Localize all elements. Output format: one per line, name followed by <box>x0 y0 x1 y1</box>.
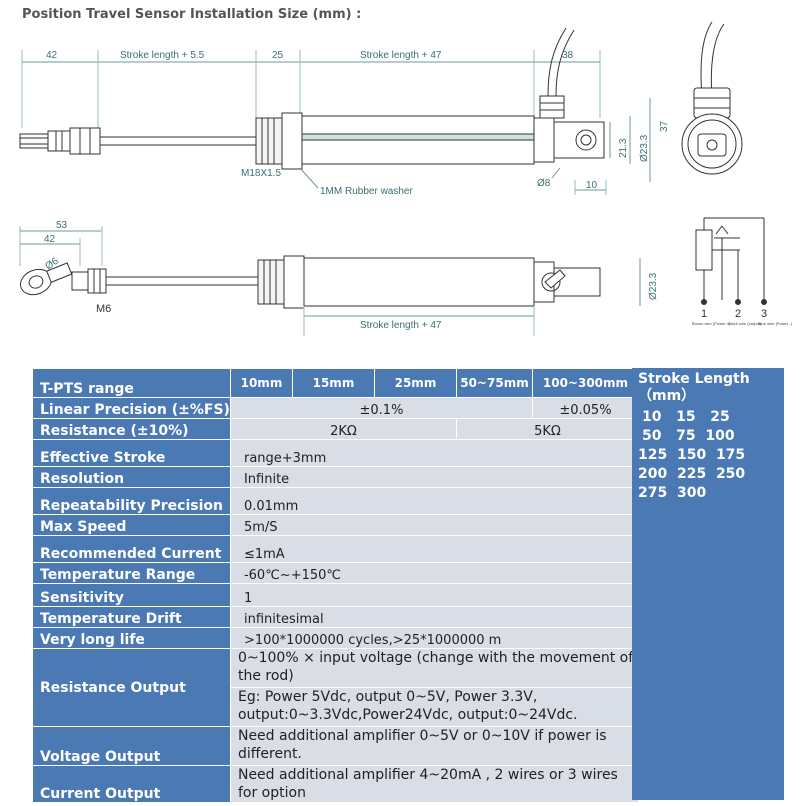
table-row: Temperature Range -60℃~+150℃ <box>32 562 639 584</box>
stroke-values-line: 125 150 175 <box>638 447 746 463</box>
wire-note-2: Black wire (output) <box>728 321 762 326</box>
table-row: Effective Stroke range+3mm <box>32 439 639 467</box>
stroke-values-line: 200 225 250 <box>638 466 746 482</box>
dim-38: 38 <box>562 50 574 61</box>
dim-dia-23-3-top: Ø23.3 <box>639 134 650 162</box>
resistance-label: Resistance (±10%) <box>32 418 231 440</box>
spec-label: Effective Stroke <box>32 439 231 467</box>
stroke-values-line: 50 75 100 <box>642 428 735 444</box>
table-row: Max Speed 5m/S <box>32 514 639 536</box>
range-50-75mm: 50~75mm <box>455 368 533 398</box>
dim-stroke-a: Stroke length + 5.5 <box>120 50 205 61</box>
installation-drawing: 42 Stroke length + 5.5 25 Stroke length … <box>19 21 793 336</box>
spec-value: range+3mm <box>229 439 639 467</box>
page-title: Position Travel Sensor Installation Size… <box>22 7 362 22</box>
spec-value: 0.01mm <box>229 487 639 515</box>
table-row: Linear Precision (±%FS) ±0.1% ±0.05% <box>32 397 639 419</box>
range-100-300mm: 100~300mm <box>531 368 639 398</box>
dim-10: 10 <box>586 180 598 191</box>
table-row: Eg: Power 5Vdc, output 0~5V, Power 3.3V,… <box>33 687 639 727</box>
thread-label-bottom: M6 <box>96 303 111 315</box>
current-output-value: Need additional amplifier 4~20mA , 2 wir… <box>229 765 639 803</box>
table-row: Current Output Need additional amplifier… <box>32 765 639 803</box>
spec-value: 1 <box>229 583 639 607</box>
spec-value: -60℃~+150℃ <box>229 562 639 584</box>
range-25mm: 25mm <box>373 368 457 398</box>
header-range-label: T-PTS range <box>32 368 231 398</box>
resistance-output-line1: 0~100% × input voltage (change with the … <box>229 648 639 688</box>
spec-value: Infinite <box>229 466 639 488</box>
spec-label: Repeatability Precision <box>32 487 231 515</box>
linear-precision-a: ±0.1% <box>229 397 533 419</box>
spec-value: >100*1000000 cycles,>25*1000000 m <box>229 627 639 649</box>
dim-21-3: 21.3 <box>618 138 629 158</box>
stroke-values-line: 275 300 <box>638 485 707 501</box>
spec-label: Recommended Current <box>32 535 231 563</box>
linear-precision-b: ±0.05% <box>531 397 639 419</box>
spec-label: Max Speed <box>32 514 231 536</box>
bottom-drawing <box>19 226 641 336</box>
stroke-values-line: 10 15 25 <box>642 409 730 425</box>
current-output-label: Current Output <box>32 765 231 803</box>
resistance-b: 5KΩ <box>455 418 639 440</box>
voltage-output-value: Need additional amplifier 0~5V or 0~10V … <box>229 726 639 766</box>
wire-note-3: Blue wire (Power -) <box>758 321 793 326</box>
table-row: Resolution Infinite <box>32 466 639 488</box>
end-view <box>681 21 743 175</box>
table-row: T-PTS range 10mm 15mm 25mm 50~75mm 100~3… <box>32 368 639 398</box>
dim-stroke-b: Stroke length + 47 <box>360 50 442 61</box>
dim-53: 53 <box>56 220 68 231</box>
resistance-output-line2: Eg: Power 5Vdc, output 0~5V, Power 3.3V,… <box>229 687 639 727</box>
dim-42-top: 42 <box>46 50 58 61</box>
stroke-panel-title: Stroke Length <box>638 371 750 387</box>
dim-dia-23-3-bottom: Ø23.3 <box>648 272 659 300</box>
voltage-output-label: Voltage Output <box>32 726 231 766</box>
wire-note-1: Brown wire (Power +) <box>692 321 731 326</box>
wire-pin-2: 2 <box>735 308 741 320</box>
wiring-diagram <box>695 217 767 305</box>
table-row: Very long life >100*1000000 cycles,>25*1… <box>32 627 639 649</box>
wire-pin-3: 3 <box>761 308 767 320</box>
spec-value: 5m/S <box>229 514 639 536</box>
linear-precision-label: Linear Precision (±%FS) <box>32 397 231 419</box>
thread-label-top: M18X1.5 <box>241 168 281 179</box>
spec-label: Temperature Range <box>32 562 231 584</box>
spec-label: Very long life <box>32 627 231 649</box>
range-10mm: 10mm <box>229 368 293 398</box>
range-15mm: 15mm <box>291 368 375 398</box>
dim-stroke-bottom: Stroke length + 47 <box>360 320 442 331</box>
table-row: Resistance Output 0~100% × input voltage… <box>32 648 639 727</box>
spec-value: infinitesimal <box>229 606 639 628</box>
top-drawing <box>19 21 743 195</box>
table-row: Voltage Output Need additional amplifier… <box>32 726 639 766</box>
spec-table: T-PTS range 10mm 15mm 25mm 50~75mm 100~3… <box>32 368 639 803</box>
resistance-a: 2KΩ <box>229 418 457 440</box>
resistance-output-label: Resistance Output <box>32 648 231 727</box>
table-row: Recommended Current ≤1mA <box>32 535 639 563</box>
stroke-panel-unit: （mm） <box>638 388 696 404</box>
table-row: Temperature Drift infinitesimal <box>32 606 639 628</box>
hole-dia-8: Ø8 <box>537 178 551 189</box>
spec-label: Sensitivity <box>32 583 231 607</box>
dim-25: 25 <box>272 50 284 61</box>
table-row: Repeatability Precision 0.01mm <box>32 487 639 515</box>
table-row: Sensitivity 1 <box>32 583 639 607</box>
washer-label: 1MM Rubber washer <box>320 186 413 197</box>
spec-value: ≤1mA <box>229 535 639 563</box>
wire-pin-1: 1 <box>701 308 707 320</box>
dim-37: 37 <box>659 120 670 132</box>
spec-label: Temperature Drift <box>32 606 231 628</box>
dim-42-bottom: 42 <box>44 234 56 245</box>
table-row: Resistance (±10%) 2KΩ 5KΩ <box>32 418 639 440</box>
spec-label: Resolution <box>32 466 231 488</box>
stroke-length-panel: Stroke Length （mm） 10 15 25 50 75 100 12… <box>632 368 784 800</box>
